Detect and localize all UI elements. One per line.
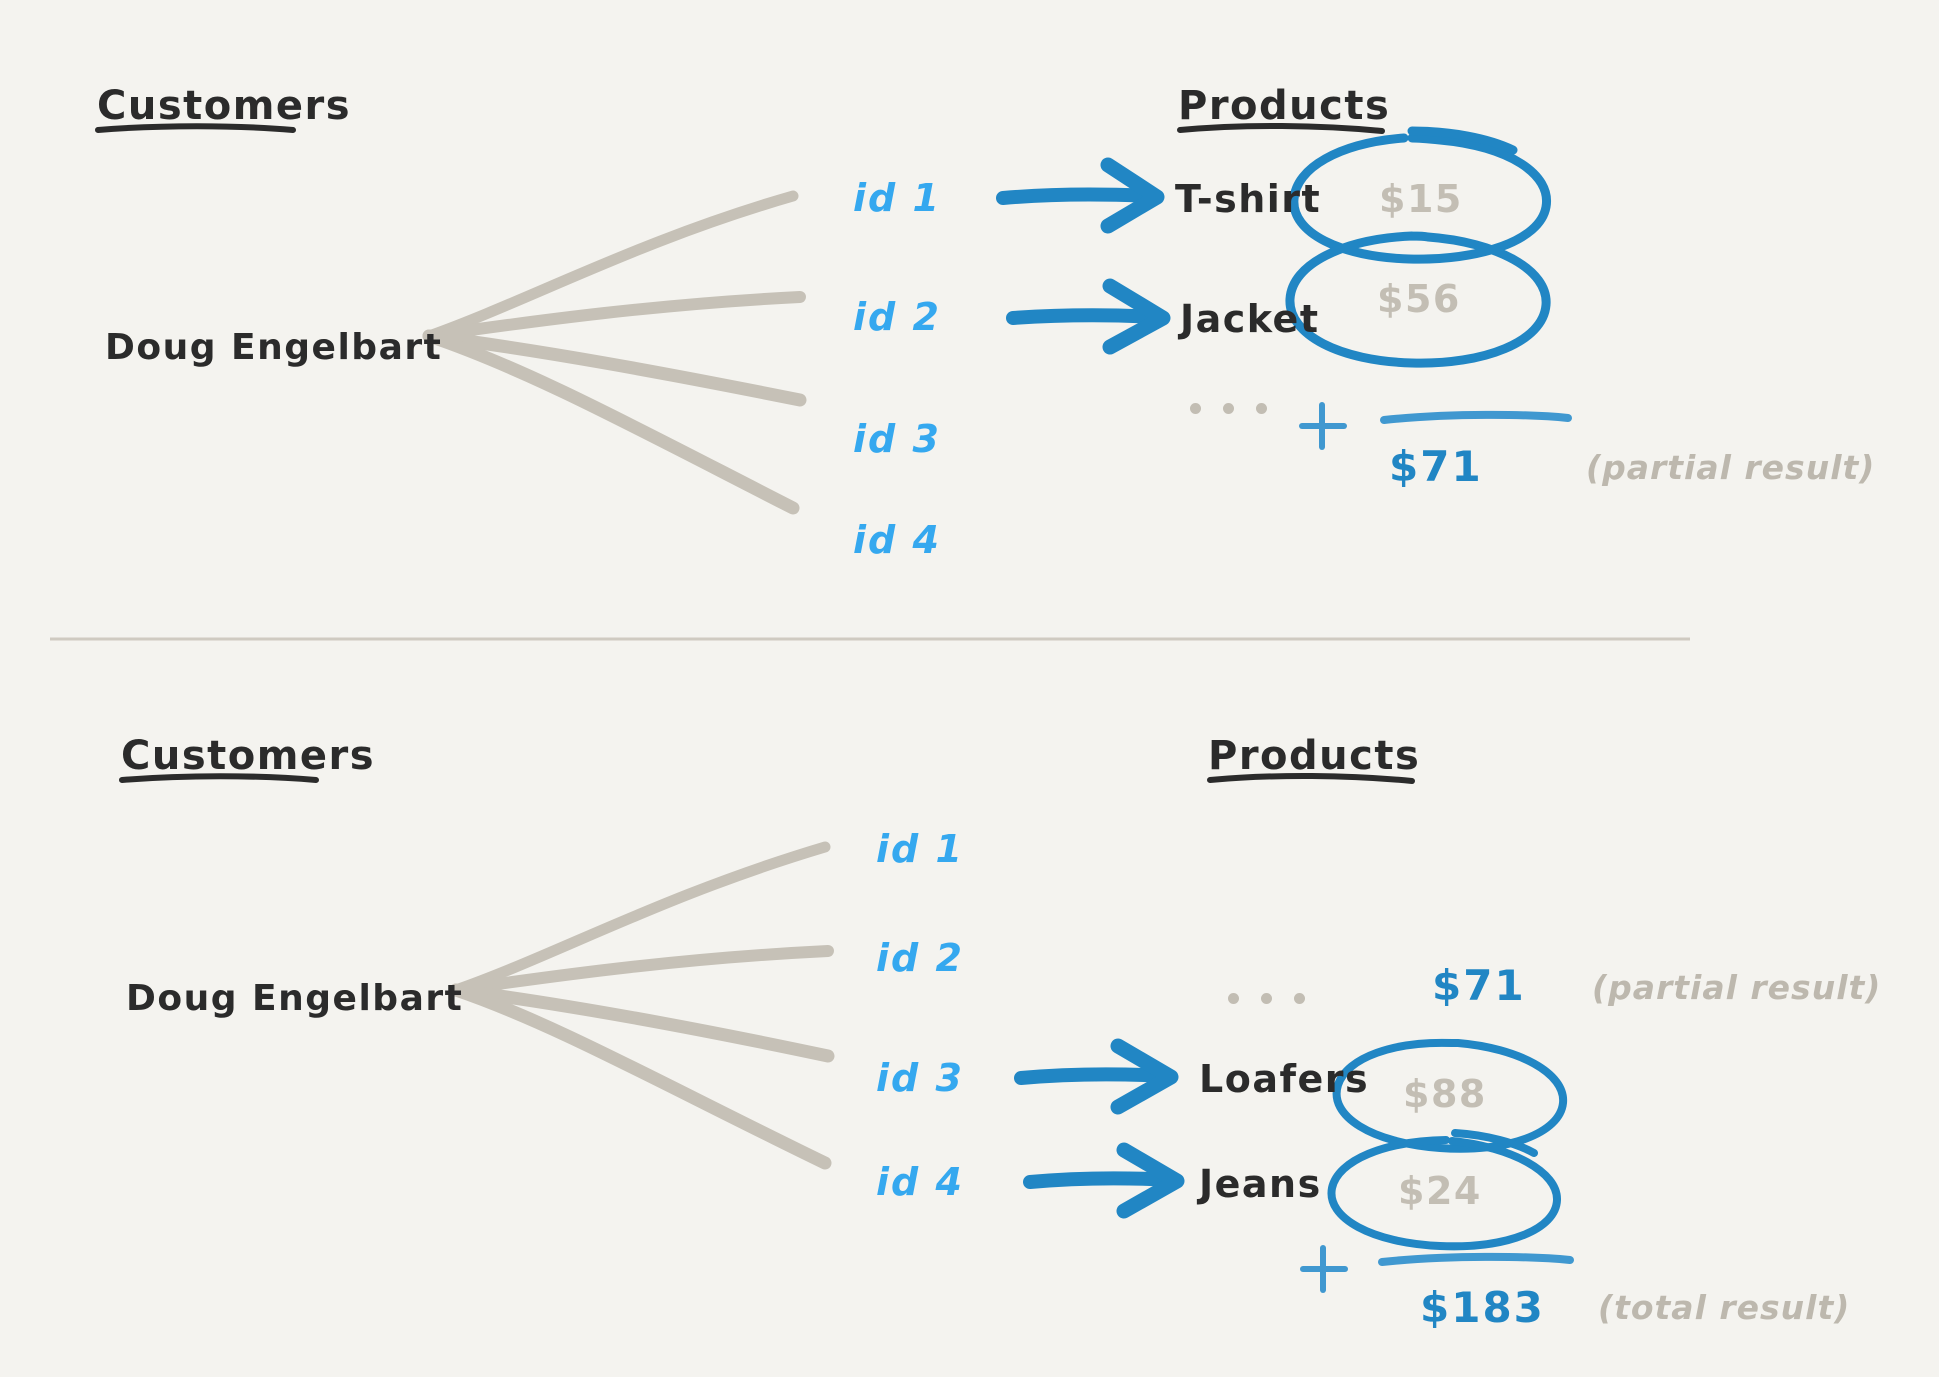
customers-heading-bottom: Customers — [121, 733, 376, 779]
id-label-bottom-3[interactable]: id 3 — [876, 1056, 964, 1100]
product-name-jeans[interactable]: Jeans — [1199, 1162, 1322, 1206]
price-loafers: $88 — [1403, 1072, 1487, 1116]
products-heading-top: Products — [1178, 83, 1391, 129]
customer-name-bottom: Doug Engelbart — [126, 978, 464, 1019]
id-label-top-2[interactable]: id 2 — [853, 295, 941, 339]
top-arrow-row-1 — [996, 157, 1165, 234]
carried-note-bottom: (partial result) — [1592, 968, 1882, 1007]
bottom-arrow-row-4 — [1023, 1142, 1185, 1219]
id-label-top-3[interactable]: id 3 — [853, 417, 941, 461]
id-label-bottom-2[interactable]: id 2 — [876, 936, 964, 980]
bottom-arrow-row-3 — [1014, 1038, 1179, 1115]
sum-note-bottom: (total result) — [1598, 1288, 1851, 1327]
product-name-tshirt[interactable]: T-shirt — [1175, 177, 1322, 221]
customers-heading-top: Customers — [97, 83, 352, 129]
sum-value-bottom: $183 — [1420, 1283, 1545, 1332]
id-label-top-1[interactable]: id 1 — [853, 176, 941, 220]
id-label-top-4[interactable]: id 4 — [853, 518, 941, 562]
sum-note-top: (partial result) — [1586, 448, 1876, 487]
id-label-bottom-4[interactable]: id 4 — [876, 1160, 964, 1204]
products-heading-bottom: Products — [1208, 733, 1421, 779]
sum-value-top: $71 — [1389, 442, 1483, 491]
top-arrow-row-2 — [1006, 278, 1171, 355]
id-label-bottom-1[interactable]: id 1 — [876, 827, 964, 871]
customer-name-top: Doug Engelbart — [105, 327, 443, 368]
price-tshirt: $15 — [1379, 177, 1463, 221]
price-jacket: $56 — [1377, 277, 1461, 321]
top-sum-rule — [1299, 402, 1572, 450]
price-jeans: $24 — [1398, 1169, 1482, 1213]
bottom-fanout-lines — [449, 841, 835, 1170]
product-name-loafers[interactable]: Loafers — [1199, 1057, 1370, 1101]
top-fanout-lines — [422, 190, 807, 515]
ellipsis-bottom — [1228, 993, 1305, 1004]
ellipsis-top — [1190, 403, 1267, 414]
product-name-jacket[interactable]: Jacket — [1180, 297, 1320, 341]
carried-value-bottom: $71 — [1432, 961, 1526, 1010]
